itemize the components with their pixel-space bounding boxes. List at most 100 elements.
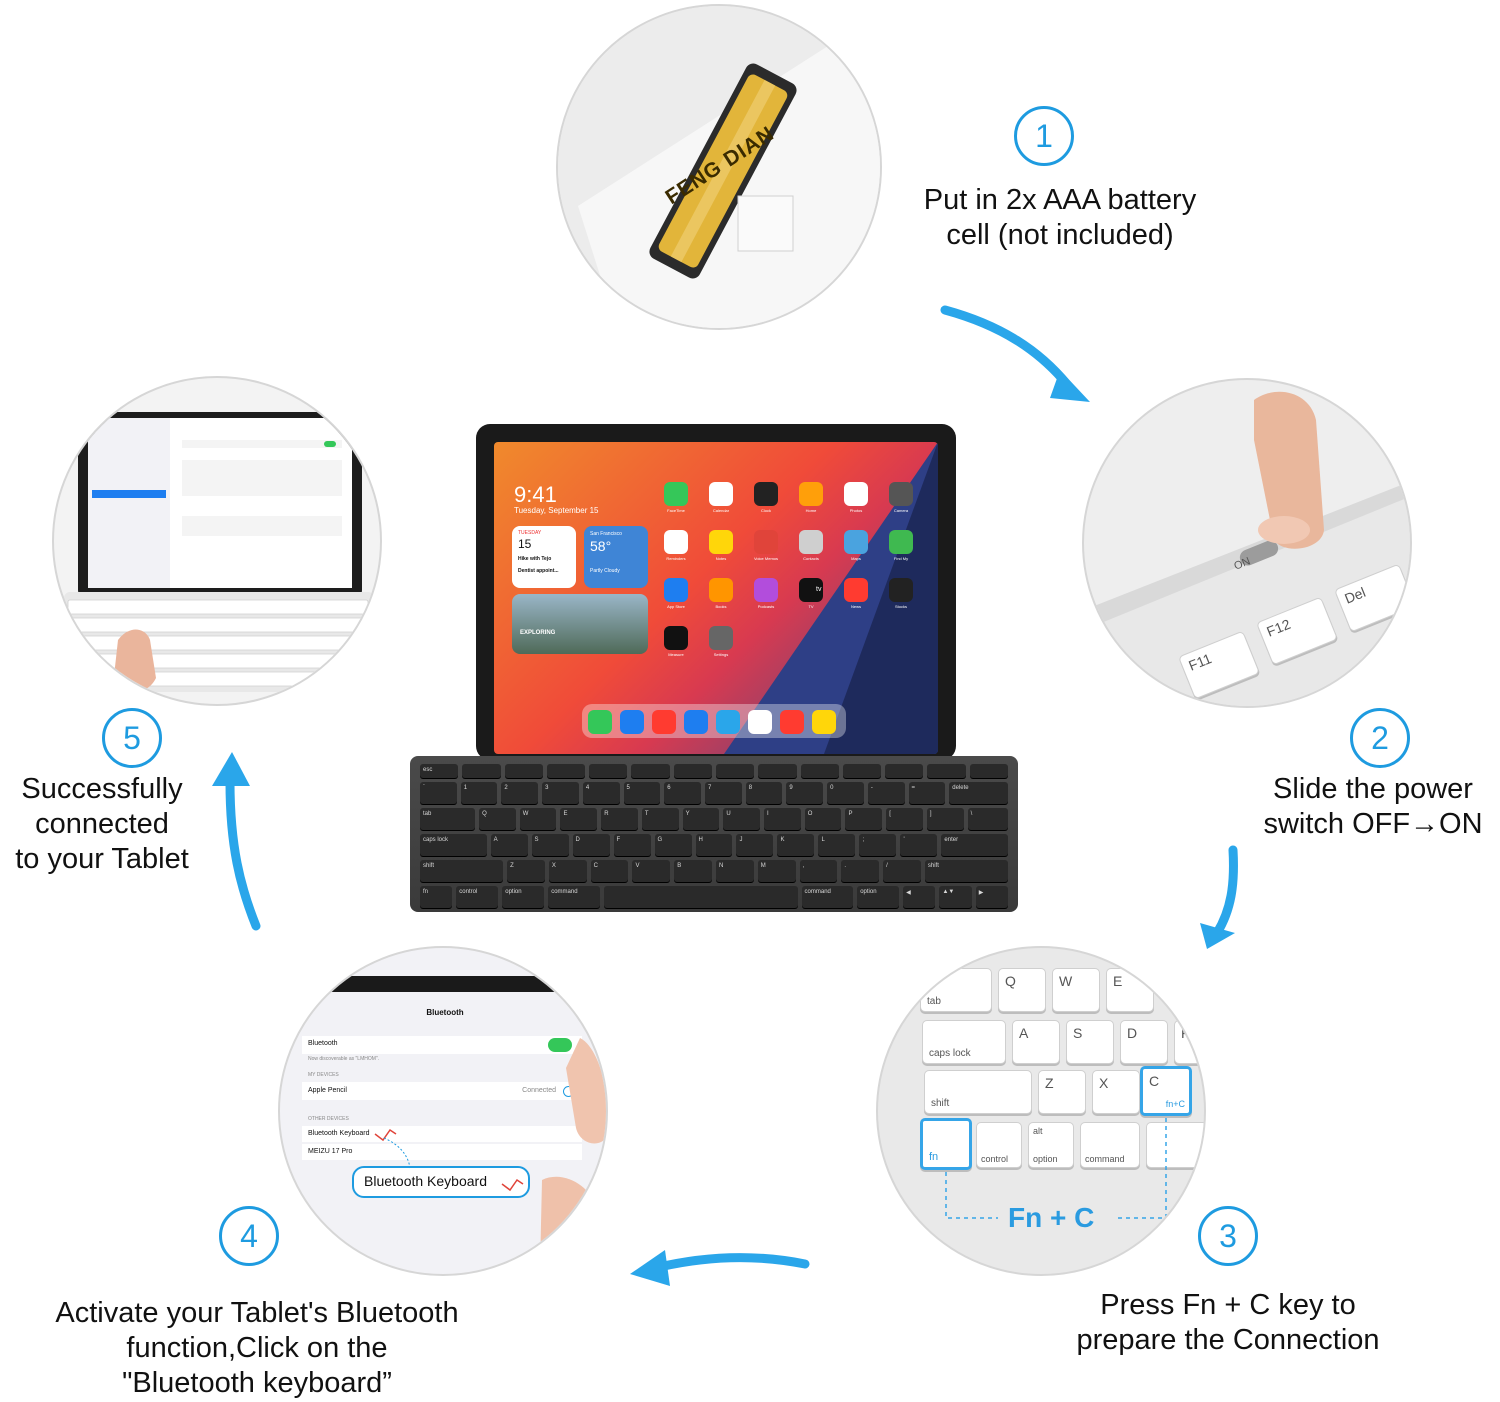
bt-title: Bluetooth xyxy=(426,1008,464,1017)
step-4-line-3: "Bluetooth keyboard” xyxy=(122,1367,392,1399)
app-icon-camera[interactable] xyxy=(889,482,913,506)
step-4-line-1: Activate your Tablet's Bluetooth xyxy=(55,1297,459,1329)
connected-tablet-photo xyxy=(52,376,382,706)
app-icon-home[interactable] xyxy=(799,482,823,506)
app-icon-voice-memos[interactable] xyxy=(754,530,778,554)
step-4-caption: Activate your Tablet's Bluetooth functio… xyxy=(20,1296,494,1401)
app-icon-contacts[interactable] xyxy=(799,530,823,554)
black-key-label: X xyxy=(551,863,556,869)
app-label: Podcasts xyxy=(757,604,775,609)
key-alt-label: alt xyxy=(1033,1126,1043,1136)
black-key-label: W xyxy=(522,811,529,817)
app-icon-maps[interactable] xyxy=(844,530,868,554)
key-c-fn-label: fn+C xyxy=(1165,1099,1185,1109)
key-option-label: option xyxy=(1033,1154,1058,1164)
key-f-label: F xyxy=(1181,1025,1190,1041)
black-key-label: . xyxy=(844,863,846,869)
app-icon-find-my[interactable] xyxy=(889,530,913,554)
app-label: Maps xyxy=(851,556,861,561)
black-key xyxy=(927,764,966,778)
black-key: C xyxy=(590,860,629,882)
black-key: option xyxy=(857,886,900,908)
black-key-label: option xyxy=(505,889,522,895)
app-label: Measure xyxy=(668,652,684,657)
bt-apple-pencil-label: Apple Pencil xyxy=(308,1087,347,1094)
black-key-label: fn xyxy=(423,889,429,895)
app-icon-facetime[interactable] xyxy=(664,482,688,506)
battery-photo: FENG DIAN xyxy=(556,4,882,330)
black-key: 8 xyxy=(745,782,783,804)
key-fn-label: fn xyxy=(929,1151,939,1163)
cal-widget-day: TUESDAY xyxy=(518,530,542,536)
black-key: 7 xyxy=(704,782,742,804)
key-s: S xyxy=(1066,1020,1114,1064)
black-key-label: U xyxy=(726,811,731,817)
black-key-label: R xyxy=(604,811,609,817)
black-key: ' xyxy=(900,834,938,856)
app-icon-reminders[interactable] xyxy=(664,530,688,554)
bt-keyboard-row[interactable]: Bluetooth Keyboard xyxy=(302,1126,582,1142)
dock-app-icon[interactable] xyxy=(780,710,804,734)
app-icon-calendar[interactable] xyxy=(709,482,733,506)
dock-app-icon[interactable] xyxy=(684,710,708,734)
dock-app-icon[interactable] xyxy=(748,710,772,734)
dock-icons xyxy=(588,710,844,734)
black-key-label: Q xyxy=(482,811,487,817)
black-key-label: 4 xyxy=(585,785,590,791)
app-icon-notes[interactable] xyxy=(709,530,733,554)
dock-app-icon[interactable] xyxy=(812,710,836,734)
app-icon-clock[interactable] xyxy=(754,482,778,506)
black-key: T xyxy=(641,808,679,830)
bt-meizu-row[interactable]: MEIZU 17 Pro xyxy=(302,1144,582,1160)
key-a-label: A xyxy=(1019,1025,1029,1041)
dock-app-icon[interactable] xyxy=(716,710,740,734)
key-w: W xyxy=(1052,968,1100,1012)
app-icon-measure[interactable] xyxy=(664,626,688,650)
key-space xyxy=(1146,1122,1204,1168)
app-icon-news[interactable] xyxy=(844,578,868,602)
black-key: R xyxy=(601,808,638,830)
black-key: / xyxy=(883,860,921,882)
key-command-label: command xyxy=(1085,1154,1125,1164)
black-key: \ xyxy=(967,808,1008,830)
black-key xyxy=(462,764,501,778)
key-e: E xyxy=(1106,968,1154,1012)
black-key-label: F xyxy=(616,837,621,843)
key-f11-label: F11 xyxy=(1186,650,1214,674)
app-icon-settings[interactable] xyxy=(709,626,733,650)
black-key: command xyxy=(548,886,600,908)
app-label: Stocks xyxy=(894,604,907,609)
app-label: FaceTime xyxy=(667,508,685,513)
black-key-label: Z xyxy=(510,863,514,869)
app-icon-stocks[interactable] xyxy=(889,578,913,602)
step-2-line-2: switch OFF→ON xyxy=(1263,808,1483,840)
black-key: esc xyxy=(420,764,459,778)
dock-app-icon[interactable] xyxy=(588,710,612,734)
step-4-number: 4 xyxy=(219,1206,279,1266)
black-key xyxy=(504,764,543,778)
app-icon-photos[interactable] xyxy=(844,482,868,506)
black-key: X xyxy=(548,860,587,882)
black-key xyxy=(716,764,755,778)
app-icon-books[interactable] xyxy=(709,578,733,602)
step-5-line-2: connected xyxy=(35,808,169,840)
app-icon-podcasts[interactable] xyxy=(754,578,778,602)
key-x-label: X xyxy=(1099,1075,1109,1091)
black-key-label: ' xyxy=(903,837,905,843)
black-key: Z xyxy=(507,860,545,882)
dock-app-icon[interactable] xyxy=(620,710,644,734)
weather-widget: San Francisco 58° Partly Cloudy xyxy=(584,526,648,588)
app-label: TV xyxy=(808,604,814,609)
black-key: enter xyxy=(941,834,1008,856)
app-icon-tv[interactable] xyxy=(799,578,823,602)
bt-toggle-switch[interactable] xyxy=(548,1038,572,1052)
app-icon-app-store[interactable] xyxy=(664,578,688,602)
black-key-label: 0 xyxy=(830,785,834,791)
black-key: H xyxy=(695,834,733,856)
step-5-caption: Successfully connected to your Tablet xyxy=(0,772,204,877)
key-a: A xyxy=(1012,1020,1060,1064)
weather-city: San Francisco xyxy=(590,531,622,537)
dock-app-icon[interactable] xyxy=(652,710,676,734)
